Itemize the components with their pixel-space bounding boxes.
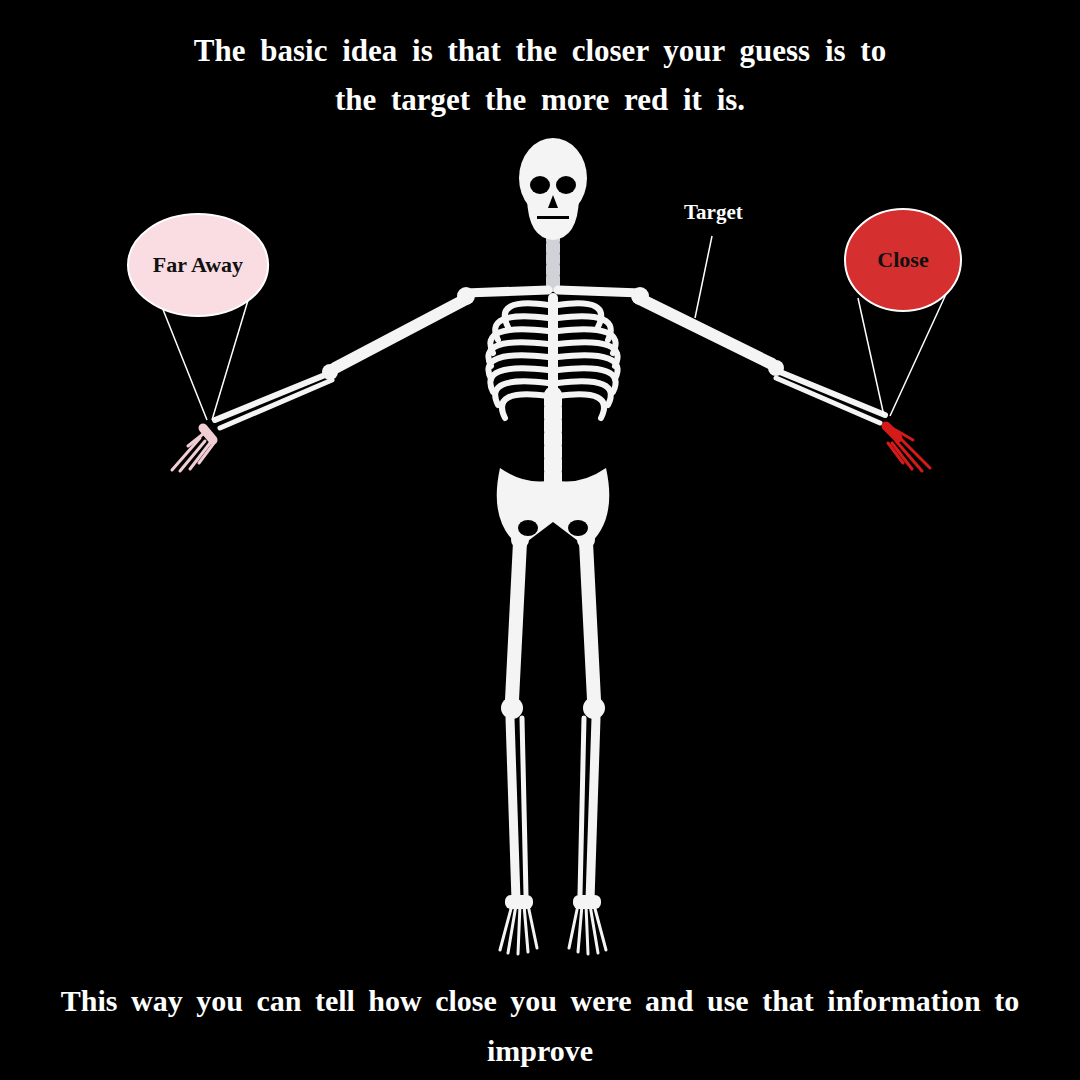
far-away-circle: Far Away <box>126 212 270 318</box>
title-text: The basic idea is that the closer your g… <box>190 26 890 124</box>
target-label: Target <box>684 200 743 225</box>
circle-label: Close <box>877 247 928 273</box>
caption-text: This way you can tell how close you were… <box>30 976 1050 1076</box>
close-circle: Close <box>843 207 963 313</box>
circle-label: Far Away <box>153 252 243 278</box>
